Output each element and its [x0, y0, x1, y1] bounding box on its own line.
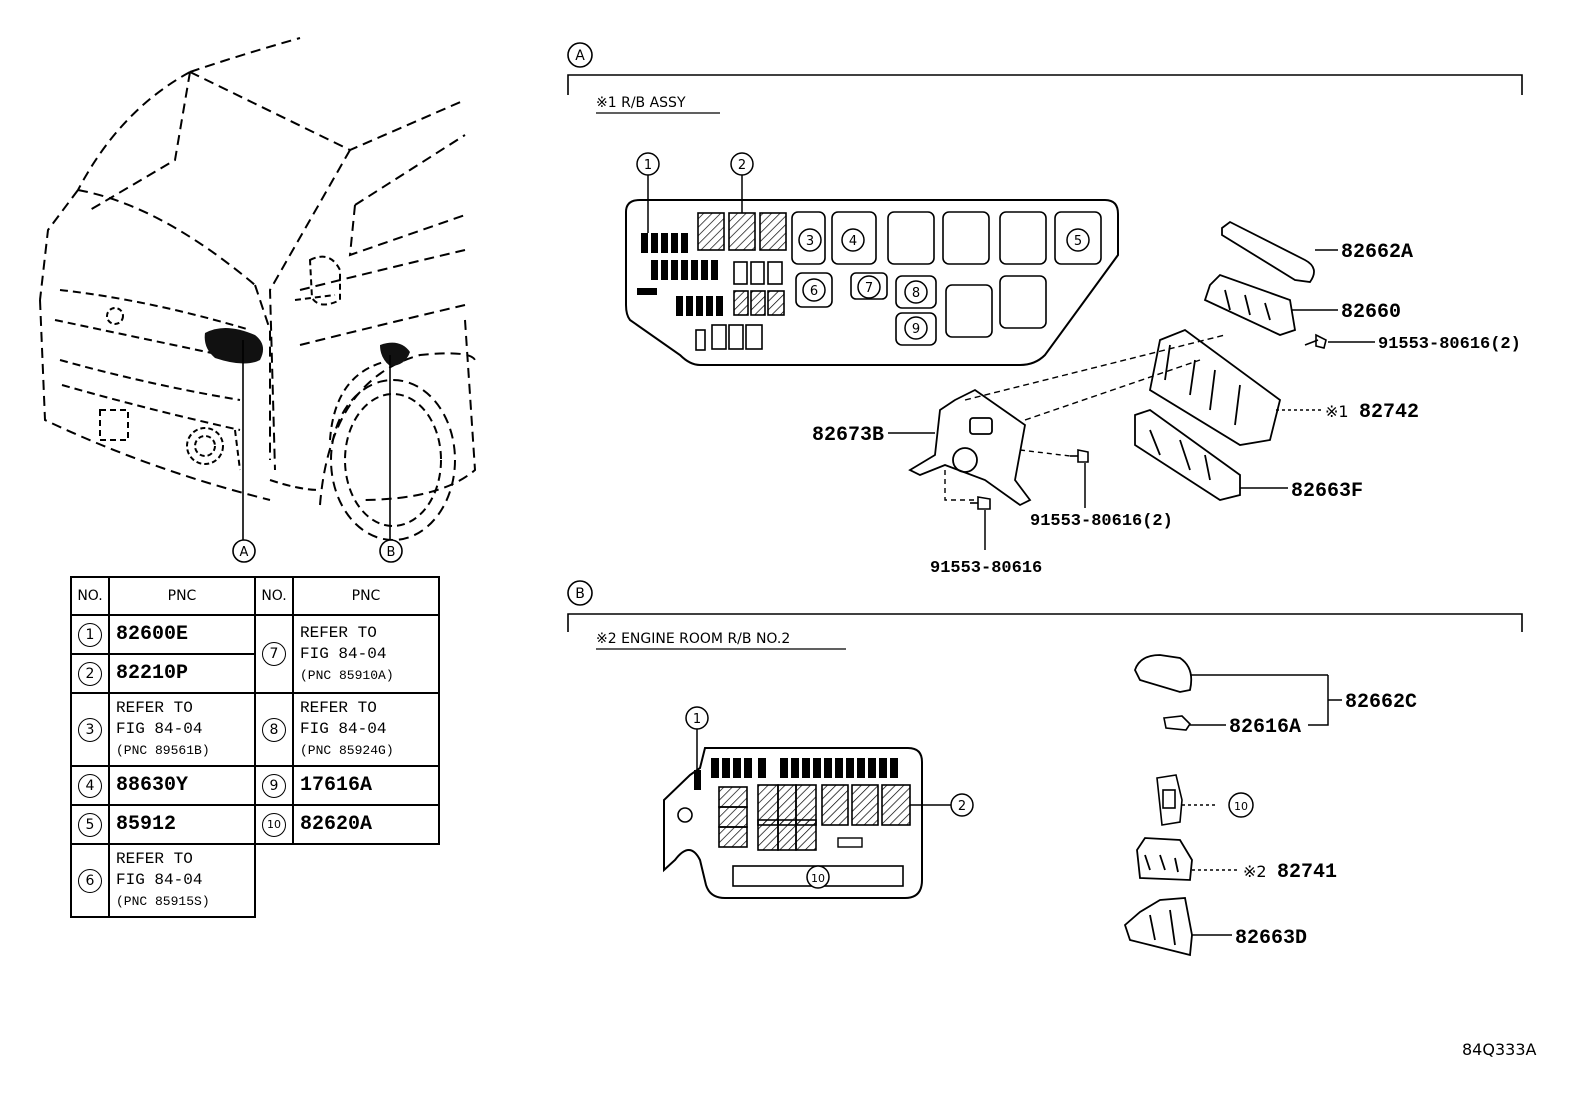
- bolt-top-shape: [1304, 333, 1327, 349]
- table-row-pnc: 88630Y: [108, 765, 256, 806]
- section-a-marker-label: A: [575, 48, 585, 64]
- callout-4: 4: [849, 234, 857, 249]
- part-82662A-shape: [1221, 220, 1315, 283]
- table-row-no: 5: [70, 804, 110, 845]
- marker-a-van: [232, 539, 256, 563]
- leader-82662C-bracket: [1308, 675, 1329, 726]
- section-b-title: ※2 ENGINE ROOM R/B NO.2: [596, 631, 790, 647]
- callout-7: 7: [865, 281, 873, 296]
- part-10-shape: [1156, 774, 1183, 826]
- table-row-pnc: 85912: [108, 804, 256, 845]
- header-no-right: NO.: [254, 576, 294, 616]
- marker-b-van: [379, 539, 403, 563]
- callout-10-b: 10: [811, 872, 825, 885]
- table-row-no: 6: [70, 843, 110, 918]
- van-illustration: [39, 37, 477, 541]
- part-82673B-shape: [908, 388, 1032, 507]
- part-82662C-cover-shape: [1134, 654, 1193, 693]
- callout-10-part-circle: [1228, 792, 1254, 818]
- label-82741: 82741: [1277, 861, 1337, 884]
- section-b-bracket: [567, 613, 1523, 632]
- callout-3: 3: [806, 234, 814, 249]
- engine-room-rb-panel: [663, 747, 923, 899]
- table-row-no: 3: [70, 692, 110, 767]
- callout-1-a: 1: [644, 158, 652, 173]
- label-82663F: 82663F: [1291, 480, 1363, 503]
- label-82662A: 82662A: [1341, 241, 1413, 264]
- relay-group-hatched-a: [697, 212, 787, 316]
- label-82741-prefix: ※2: [1243, 862, 1267, 881]
- callout-10-part: 10: [1234, 800, 1248, 813]
- table-row-no: 1: [70, 614, 110, 655]
- table-empty-cell: [255, 844, 293, 917]
- table-row-pnc: 82600E: [108, 614, 256, 655]
- label-91553-80616-2-top: 91553-80616(2): [1378, 335, 1521, 354]
- callout-1-b: 1: [693, 712, 701, 727]
- fuse-group-solid-b: [694, 758, 898, 790]
- table-row-pnc: 82620A: [292, 804, 440, 845]
- header-pnc-left: PNC: [108, 576, 256, 616]
- table-row-pnc: 82210P: [108, 653, 256, 694]
- part-82660-shape: [1203, 273, 1297, 336]
- panel-b-hole: [677, 807, 693, 823]
- fuse-group-open-a: [695, 211, 1102, 351]
- callout-9: 9: [912, 322, 920, 337]
- table-row-no: 4: [70, 765, 110, 806]
- assembly-lines-a2: [944, 449, 1071, 501]
- label-82673B: 82673B: [812, 424, 884, 447]
- part-82663F-shape: [1134, 409, 1241, 501]
- bolt-bottom-shape: [970, 496, 991, 510]
- figure-id: 84Q333A: [1462, 1040, 1537, 1059]
- table-row-no: 7: [254, 614, 294, 694]
- section-b-marker-label: B: [575, 586, 585, 602]
- part-82742-shape: [1148, 328, 1282, 446]
- table-empty-cell: [293, 844, 439, 917]
- marker-a-van-label: A: [240, 545, 249, 560]
- callout-2-a: 2: [738, 158, 746, 173]
- panel-a-callouts: [636, 152, 1090, 340]
- table-row-pnc: 17616A: [292, 765, 440, 806]
- table-row-no: 9: [254, 765, 294, 806]
- label-82660: 82660: [1341, 301, 1401, 324]
- section-a-bracket: [567, 74, 1523, 95]
- label-91553-80616-2-mid: 91553-80616(2): [1030, 512, 1173, 531]
- marker-b-van-label: B: [387, 545, 396, 560]
- callout-8: 8: [912, 286, 920, 301]
- callout-2-b: 2: [958, 799, 966, 814]
- header-no-left: NO.: [70, 576, 110, 616]
- table-row-no: 2: [70, 653, 110, 694]
- relay-group-hatched-b: [718, 784, 911, 851]
- panel-b-callouts: [685, 706, 974, 889]
- label-82662C: 82662C: [1345, 691, 1417, 714]
- assembly-lines-a: [964, 334, 1226, 421]
- label-91553-80616: 91553-80616: [930, 559, 1042, 578]
- callout-5: 5: [1074, 234, 1082, 249]
- label-82742: 82742: [1359, 401, 1419, 424]
- rb-assy-panel: [625, 199, 1119, 366]
- part-82663D-shape: [1123, 897, 1193, 957]
- fuse-group-solid-a: [637, 233, 723, 316]
- header-pnc-right: PNC: [292, 576, 440, 616]
- section-a-marker: [567, 42, 593, 68]
- bolt-mid-shape: [1070, 449, 1089, 463]
- table-row-no: 10: [254, 804, 294, 845]
- label-82742-prefix: ※1: [1325, 402, 1349, 421]
- label-82663D: 82663D: [1235, 927, 1307, 950]
- table-row-no: 8: [254, 692, 294, 767]
- part-82616A-shape: [1163, 715, 1192, 731]
- section-a-title: ※1 R/B ASSY: [596, 95, 686, 111]
- part-82741-shape: [1136, 837, 1193, 881]
- section-b-marker: [567, 580, 593, 606]
- callout-6: 6: [810, 284, 818, 299]
- label-82616A: 82616A: [1229, 716, 1301, 739]
- small-fuse-b: [837, 837, 863, 848]
